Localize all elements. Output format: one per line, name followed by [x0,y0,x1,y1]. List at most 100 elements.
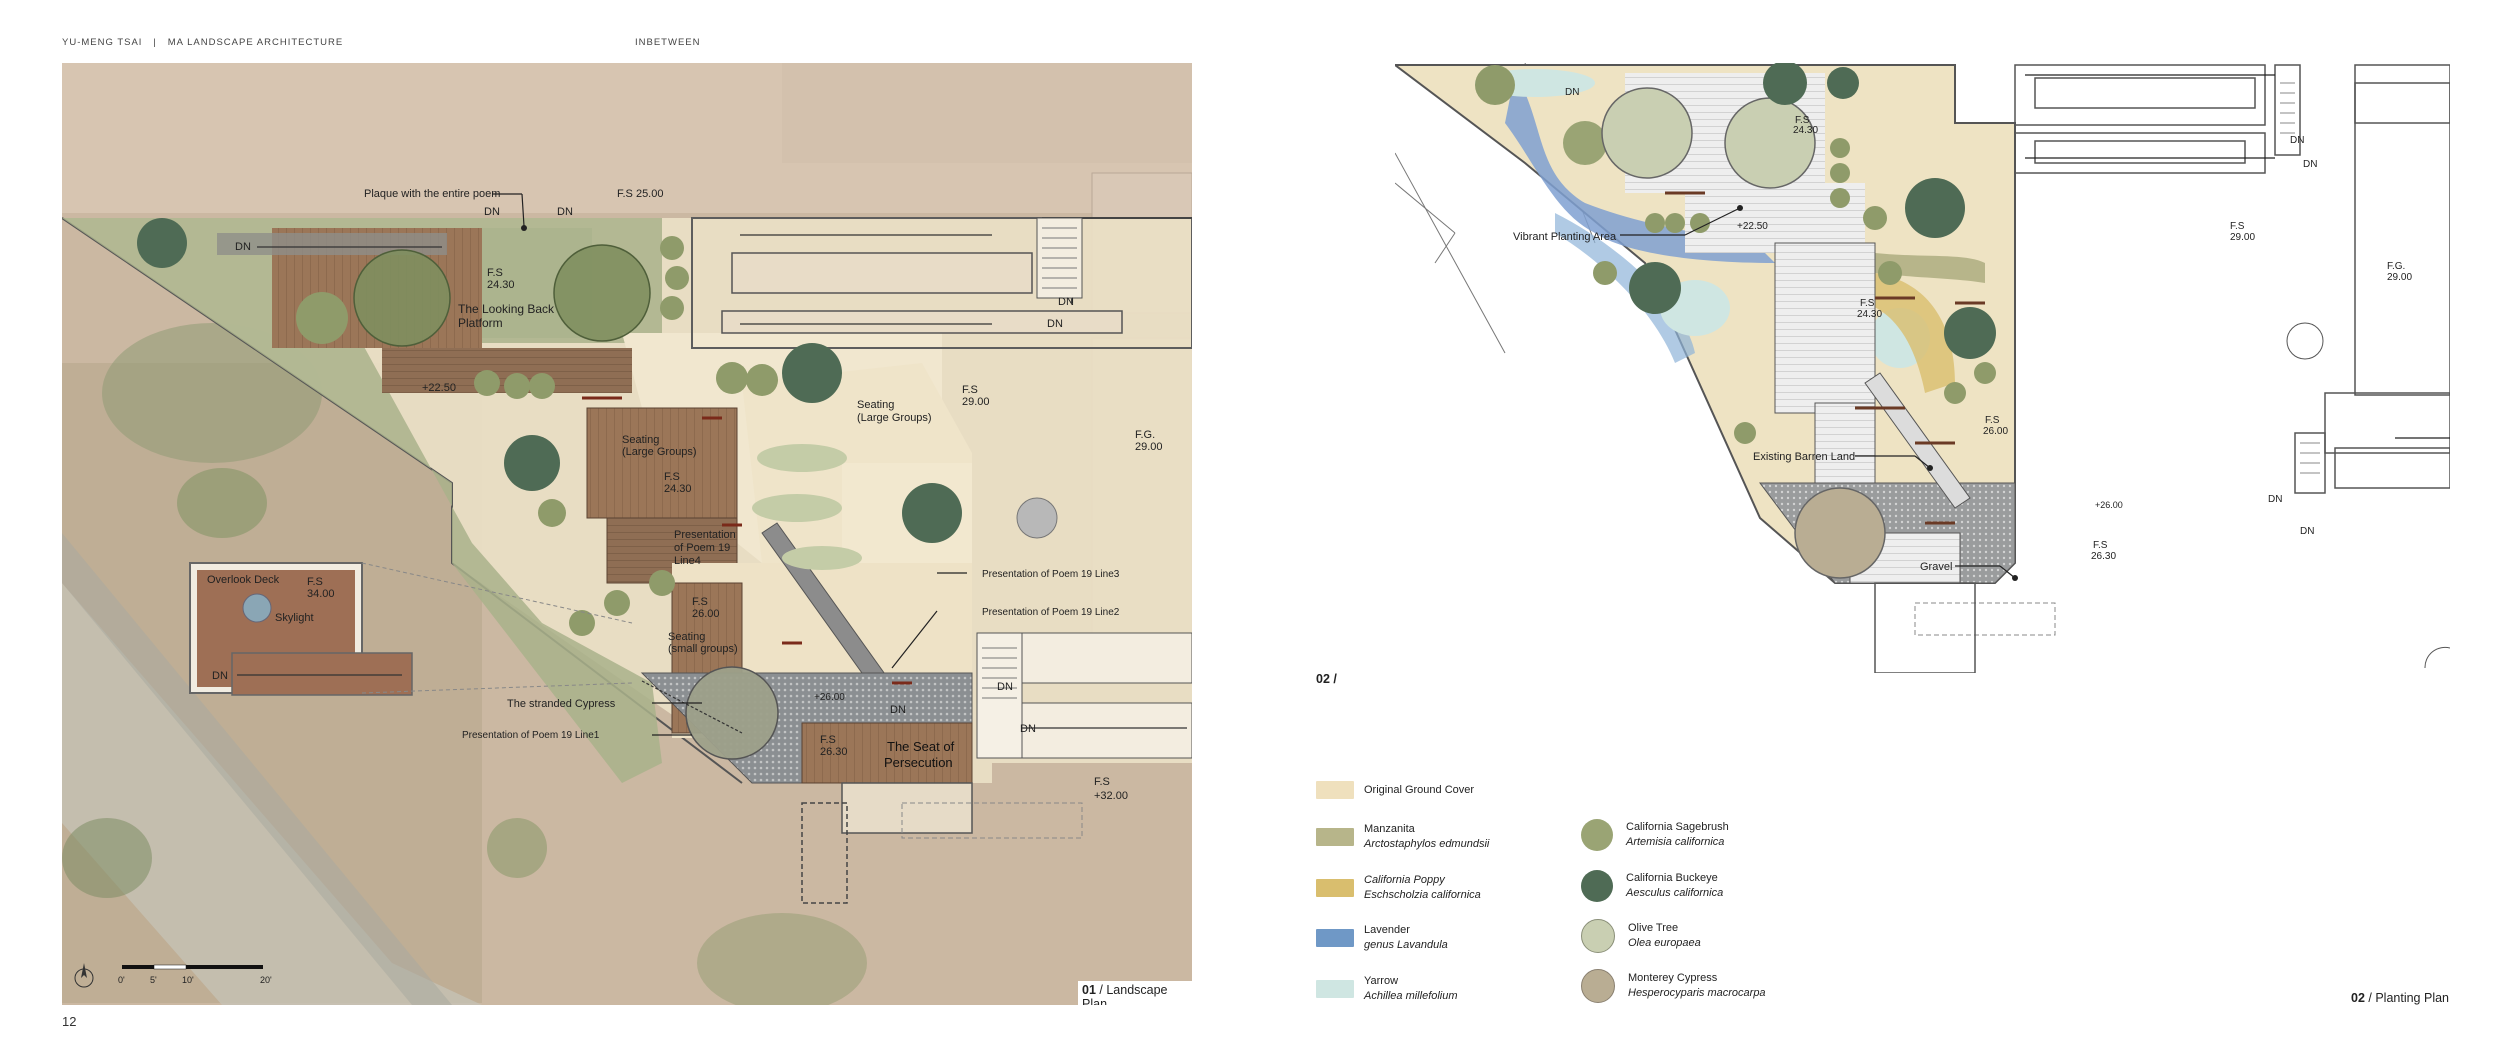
label-elev-2250: +22.50 [422,382,456,394]
header-author-line: YU-MENG TSAI | MA LANDSCAPE ARCHITECTURE [62,37,343,48]
header-separator: | [153,37,157,48]
label-seat-persecution-1: The Seat of [887,739,955,754]
label-dn-gravel: DN [890,704,906,716]
landscape-plan: Plaque with the entire poem F.S 25.00 DN… [62,63,1192,1005]
cypress-icon [1581,969,1615,1003]
label-dn-overlook: DN [212,670,228,682]
p2-label-dn-d: DN [2268,494,2282,505]
legend-latin: Achillea millefolium [1364,990,1458,1002]
p2-label-dn-b: DN [2290,135,2304,146]
label-presentation-line4-1: Presentation [674,529,736,541]
label-presentation-line3: Presentation of Poem 19 Line3 [982,569,1120,580]
label-fs-2900: F.S [962,384,978,396]
label-seating-small-2: (small groups) [668,643,738,655]
plan2-section-label: 02 / [1316,672,1337,686]
p2-label-fs-2900: F.S [2230,221,2245,232]
legend-latin: Hesperocyparis macrocarpa [1628,987,1766,999]
plan1-caption-num: 01 [1082,983,1096,997]
planting-plan: DN DN DN DN DN F.S 24.30 +22.50 Vibrant … [1395,63,2450,673]
label-fs-2630: F.S [820,734,836,746]
p2-label-dn-a: DN [1565,87,1579,98]
legend-name: Original Ground Cover [1364,783,1475,796]
olive-tree-icon [1581,919,1615,953]
label-fs-2500: F.S 25.00 [617,188,663,200]
label-fs-2600: F.S [692,596,708,608]
scale-20: 20' [260,975,272,985]
label-fs-2600-val: 26.00 [692,608,720,620]
scale-0: 0' [118,975,125,985]
legend-latin: Artemisia californica [1626,836,1725,848]
page-number: 12 [62,1014,77,1029]
legend-name: Olive Tree [1628,922,1679,934]
p2-label-dn-e: DN [2300,526,2314,537]
p2-label-fs-2430-b-val: 24.30 [1857,309,1882,320]
p2-label-fs-2430-a-val: 24.30 [1793,125,1818,136]
label-skylight: Skylight [275,612,314,624]
label-seating-small-1: Seating [668,631,705,643]
p2-label-fs-2630: F.S [2093,540,2108,551]
label-seating-large-2: (Large Groups) [622,446,697,458]
sagebrush-icon [1581,819,1613,851]
label-fs-3200: F.S [1094,776,1110,788]
plan2-section-label-text: 02 / [1316,672,1337,686]
legend-name: California Poppy [1364,874,1445,886]
label-elev-2600: +26.00 [814,692,845,703]
legend-name: California Sagebrush [1626,821,1729,833]
plan2-caption-title: / Planting Plan [2368,991,2449,1005]
label-fs-2900-val: 29.00 [962,396,990,408]
label-fs-3400-val: 34.00 [307,588,335,600]
label-dn-stair-top: DN [1058,296,1074,308]
program-name: MA LANDSCAPE ARCHITECTURE [167,37,344,48]
p2-label-elev-2250: +22.50 [1737,221,1768,232]
plan2-caption: 02 / Planting Plan [2351,991,2449,1005]
label-presentation-line4-3: Line4 [674,555,701,567]
legend-name: California Buckeye [1626,872,1718,884]
label-dn-a: DN [484,206,500,218]
p2-label-fg-2900: F.G. [2387,261,2405,272]
landscape-plan-drawing: Plaque with the entire poem F.S 25.00 DN… [62,63,1192,1005]
label-fs-2430-a: F.S [487,267,503,279]
legend-swatch-lavender [1316,929,1354,947]
label-fs-2430-a-val: 24.30 [487,279,515,291]
label-fs-3200-val: +32.00 [1094,790,1128,802]
legend-swatch-california-poppy [1316,879,1354,897]
plan1-caption-title: / Landscape Plan [1082,983,1168,1005]
label-presentation-line4-2: of Poem 19 [674,542,730,554]
legend-item-original-ground-cover: Original Ground Cover [1316,770,1474,810]
label-looking-back-1: The Looking Back [458,302,555,316]
plan2-caption-num: 02 [2351,991,2365,1005]
label-fs-2630-val: 26.30 [820,746,848,758]
plan1-caption: 01 / Landscape Plan [1078,981,1192,1005]
p2-label-fg-2900-val: 29.00 [2387,272,2412,283]
label-seat-persecution-2: Persecution [884,755,953,770]
p2-label-fs-2600-val: 26.00 [1983,426,2008,437]
p2-label-gravel: Gravel [1920,561,1952,573]
legend-latin: genus Lavandula [1364,939,1448,951]
p2-label-elev-2600: +26.00 [2095,500,2123,510]
label-looking-back-2: Platform [458,316,503,330]
label-overlook-deck: Overlook Deck [207,574,280,586]
legend-swatch-original-ground-cover [1316,781,1354,799]
planting-plan-drawing: DN DN DN DN DN F.S 24.30 +22.50 Vibrant … [1395,63,2450,673]
p2-label-fs-2900-val: 29.00 [2230,232,2255,243]
label-fs-2430-b: F.S [664,471,680,483]
p2-label-vibrant: Vibrant Planting Area [1513,231,1617,243]
legend-swatch-manzanita [1316,828,1354,846]
p2-label-fs-2630-val: 26.30 [2091,551,2116,562]
label-fs-2430-b-val: 24.30 [664,483,692,495]
legend-latin: Olea europaea [1628,937,1701,949]
scale-10: 10' [182,975,194,985]
label-dn-lower-wall: DN [1020,723,1036,735]
legend-name: Yarrow [1364,975,1399,987]
label-presentation-line1: Presentation of Poem 19 Line1 [462,730,600,741]
label-dn-c: DN [235,241,251,253]
label-presentation-line2: Presentation of Poem 19 Line2 [982,607,1120,618]
label-fg-2900: F.G. [1135,429,1155,441]
p2-label-fs-2430-a: F.S [1795,115,1810,126]
